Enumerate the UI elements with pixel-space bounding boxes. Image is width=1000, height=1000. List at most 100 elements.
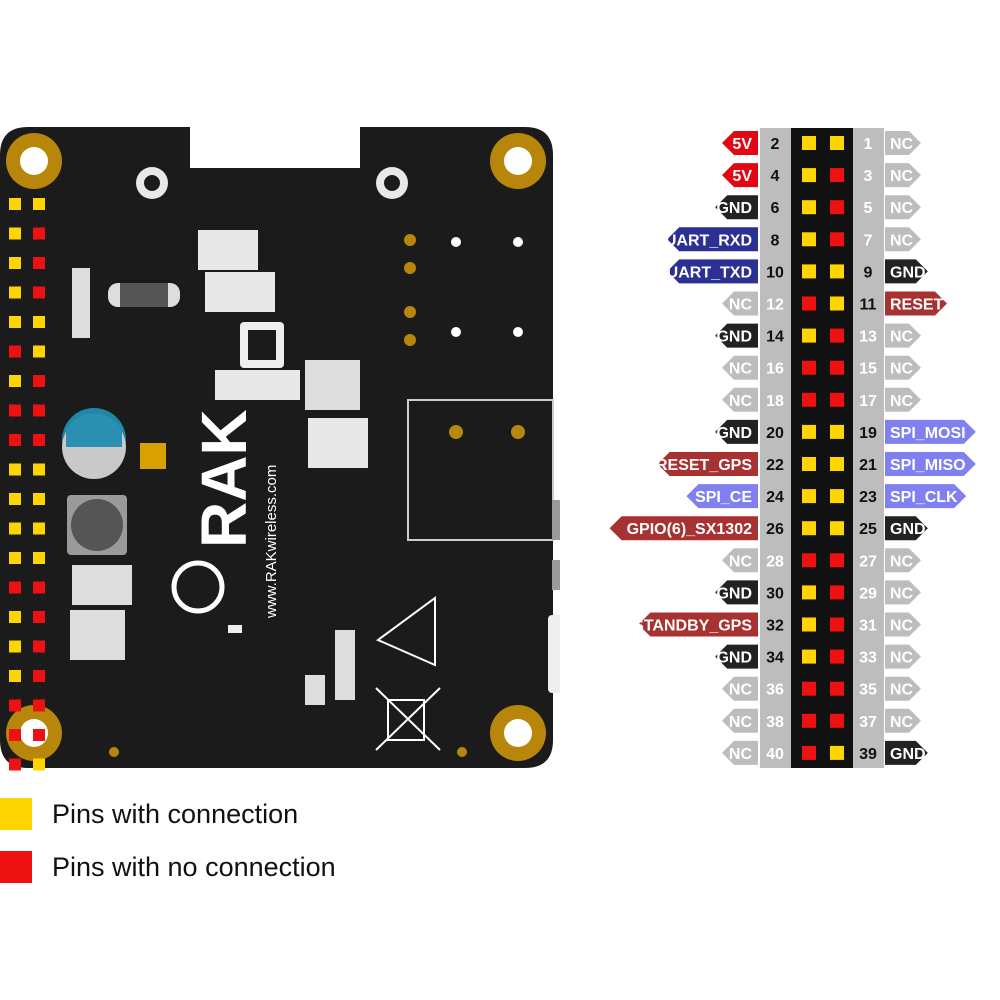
pin-number: 4	[771, 168, 780, 185]
board-pin	[9, 581, 21, 594]
pin-square	[830, 136, 844, 150]
pin-label-tag	[885, 355, 921, 380]
board-pin	[9, 375, 21, 387]
board-pin	[33, 581, 45, 594]
pin-square	[830, 617, 844, 632]
pin-square	[830, 168, 844, 183]
pin-label-tag	[885, 259, 928, 284]
pin-label-tag	[885, 195, 921, 220]
pin-label: GND	[716, 329, 752, 346]
board-pin	[33, 522, 45, 535]
pin-square	[830, 424, 844, 439]
board-pin	[33, 404, 45, 417]
pin-number: 28	[766, 553, 784, 570]
board-pin	[9, 198, 21, 210]
legend-label-unconnected: Pins with no connection	[52, 851, 336, 882]
pin-label-tag	[715, 644, 758, 669]
pin-label: 5V	[732, 136, 752, 153]
pin-label-tag	[885, 452, 976, 476]
pin-label: NC	[729, 297, 753, 314]
pin-label: SPI_MISO	[890, 457, 966, 474]
pin-number: 20	[766, 425, 784, 442]
pin-square	[830, 521, 844, 536]
pin-label-tag	[885, 708, 921, 733]
board-illustration: RAK www.RAKwireless.com	[0, 127, 560, 771]
pin-square	[802, 136, 816, 150]
pin-label-tag	[885, 516, 928, 541]
pin-square	[802, 457, 816, 471]
pin-label: NC	[890, 682, 914, 699]
board-pin	[33, 463, 45, 476]
pin-square	[830, 681, 844, 696]
pin-label-tag	[715, 419, 758, 444]
legend-item-unconnected: Pins with no connection	[0, 850, 336, 884]
pin-label: NC	[890, 361, 914, 378]
pin-label-tag	[715, 323, 758, 348]
pin-number: 32	[766, 618, 784, 635]
pin-number: 40	[766, 746, 784, 763]
pin-label: NC	[729, 682, 753, 699]
board-pin	[33, 670, 45, 682]
pin-label: UART_RXD	[665, 232, 752, 249]
brand-logo: RAK	[188, 409, 260, 548]
pin-square	[802, 392, 816, 407]
pin-label-tag	[722, 387, 758, 412]
pin-label: NC	[729, 553, 753, 570]
pin-square	[830, 296, 844, 311]
pin-label-tag	[722, 291, 758, 316]
pin-label-tag	[722, 676, 758, 701]
pin-number: 33	[859, 650, 877, 667]
pin-label: NC	[729, 361, 753, 378]
pin-label: NC	[890, 232, 914, 249]
pin-square	[802, 553, 816, 568]
pin-square	[830, 585, 844, 600]
pin-label: STANDBY_GPS	[633, 618, 752, 635]
small-holes	[136, 167, 408, 199]
board-pin	[9, 522, 21, 535]
board-pin	[9, 286, 21, 299]
pin-square	[802, 713, 816, 728]
pin-number: 36	[766, 682, 784, 699]
board-pin	[33, 227, 45, 240]
pin-number: 31	[859, 618, 877, 635]
board-pin	[33, 257, 45, 269]
pin-square	[802, 617, 816, 632]
pin-label-tag	[638, 612, 758, 637]
pin-square	[802, 489, 816, 504]
pin-label: SPI_MOSI	[890, 425, 966, 442]
pin-label-tag	[609, 516, 758, 541]
pin-label: UART_TXD	[667, 264, 752, 281]
board-pin	[33, 375, 45, 387]
pin-label-tag	[715, 580, 758, 605]
pin-label: NC	[729, 714, 753, 731]
components	[62, 230, 560, 757]
pin-label: GND	[890, 521, 926, 538]
pin-number: 34	[766, 650, 784, 667]
board-pin	[9, 404, 21, 417]
legend-swatch-unconnected	[0, 851, 32, 883]
mounting-holes	[6, 133, 546, 761]
legend-label-connected: Pins with connection	[52, 798, 299, 829]
pin-label-tag	[722, 163, 758, 188]
legend-swatch-connected	[0, 798, 32, 830]
pin-label-tag	[667, 259, 758, 284]
pin-label: NC	[890, 393, 914, 410]
pin-label-tag	[715, 195, 758, 220]
pin-label-tag	[885, 740, 928, 765]
pin-label-tag	[885, 484, 967, 509]
pin-square	[830, 649, 844, 664]
board-pin	[9, 463, 21, 476]
pin-number: 39	[859, 746, 877, 763]
pin-label: GND	[716, 200, 752, 217]
pin-square	[830, 200, 844, 215]
board-pin	[9, 729, 21, 741]
